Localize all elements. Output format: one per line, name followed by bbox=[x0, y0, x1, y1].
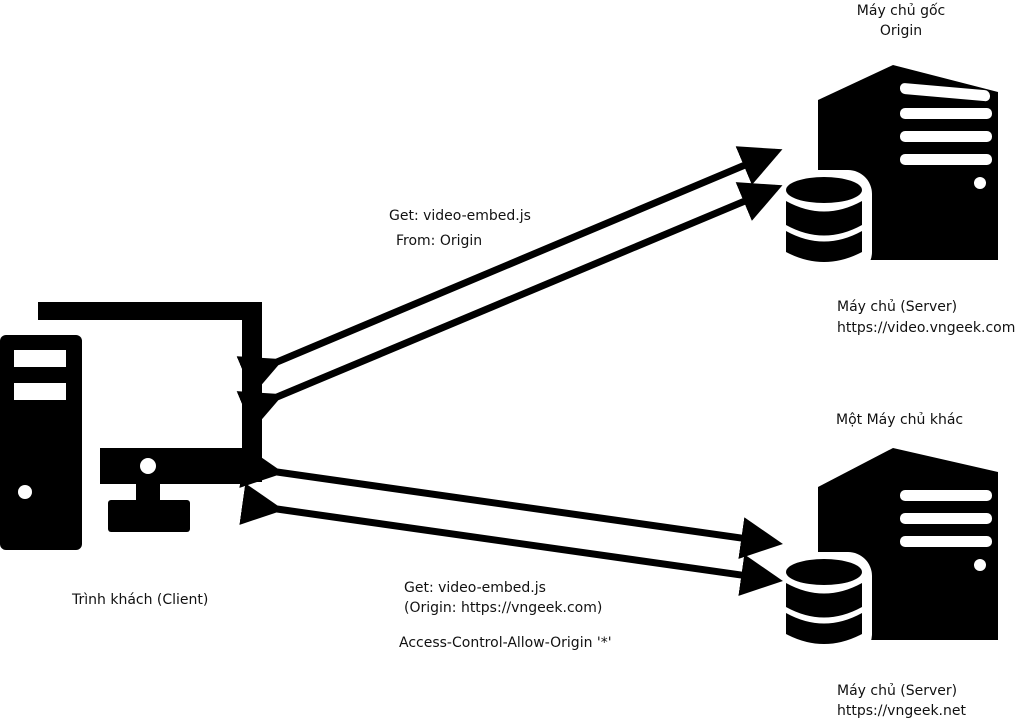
origin-server-url: https://video.vngeek.com bbox=[837, 320, 1016, 336]
other-database-icon bbox=[778, 552, 872, 658]
arrow-client-to-origin-upper bbox=[236, 146, 783, 395]
request-bottom-header: Access-Control-Allow-Origin '*' bbox=[399, 635, 612, 651]
client-monitor-icon bbox=[38, 302, 262, 532]
other-server-title: Một Máy chủ khác bbox=[836, 412, 964, 428]
other-server-url: https://vngeek.net bbox=[837, 703, 966, 719]
request-top-line2: From: Origin bbox=[396, 233, 483, 249]
arrow-client-to-other-upper bbox=[239, 446, 783, 559]
client-label: Trình khách (Client) bbox=[72, 592, 209, 608]
origin-server-title: Máy chủ gốc bbox=[856, 3, 946, 19]
request-bottom-line1: Get: video-embed.js bbox=[404, 580, 546, 596]
arrow-client-to-origin-lower bbox=[236, 182, 783, 430]
origin-server-name: Máy chủ (Server) bbox=[837, 299, 958, 315]
origin-server-subtitle: Origin bbox=[879, 23, 923, 39]
other-server-name: Máy chủ (Server) bbox=[837, 683, 958, 699]
origin-database-icon bbox=[778, 170, 872, 276]
arrow-client-to-other-lower bbox=[239, 483, 783, 596]
request-top-line1: Get: video-embed.js bbox=[389, 208, 531, 224]
request-bottom-line2: (Origin: https://vngeek.com) bbox=[404, 600, 603, 616]
client-tower-icon bbox=[0, 335, 82, 550]
